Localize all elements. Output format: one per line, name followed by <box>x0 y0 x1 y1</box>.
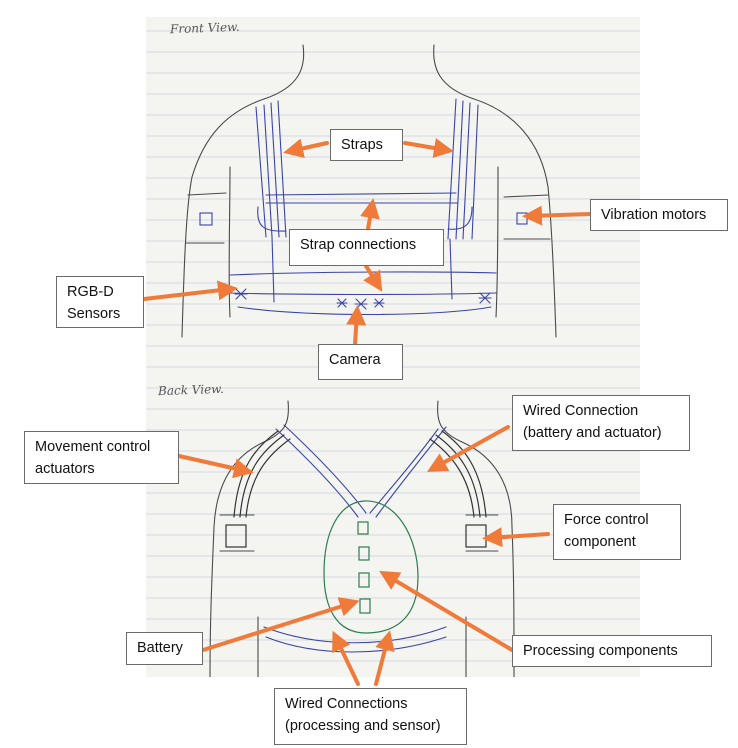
label-wired-battery-line2: (battery and actuator) <box>523 425 662 441</box>
label-force-line1: Force control <box>564 512 649 528</box>
back-armband-left <box>219 514 255 552</box>
label-movement-actuators: Movement control actuators <box>24 431 179 484</box>
label-vibration-motors: Vibration motors <box>590 199 728 231</box>
back-force-box-right <box>465 524 487 548</box>
front-sensor-right <box>478 292 492 304</box>
back-lower-torso <box>257 616 467 677</box>
front-motor-right <box>516 212 528 225</box>
front-waist-seam-left <box>271 236 275 303</box>
front-view-sketch <box>181 44 557 338</box>
front-neck-left <box>263 44 305 100</box>
front-sensor-left <box>234 288 248 300</box>
front-camera-3 <box>373 298 385 308</box>
label-processing-components: Processing components <box>512 635 712 667</box>
front-waist-belt <box>229 271 497 316</box>
battery-outline <box>323 500 419 634</box>
front-armband-right <box>503 194 551 240</box>
label-wired-processing-line1: Wired Connections <box>285 696 408 712</box>
back-straps <box>263 424 447 653</box>
label-rgbd-line2: Sensors <box>67 306 121 322</box>
label-wired-processing: Wired Connections (processing and sensor… <box>274 688 467 745</box>
cell-3 <box>358 572 370 588</box>
label-movement-line2: actuators <box>35 461 95 477</box>
back-neck-left <box>263 400 289 443</box>
front-camera-2 <box>354 298 368 310</box>
back-armband-right <box>465 514 499 552</box>
label-movement-line1: Movement control <box>35 439 151 455</box>
cell-1 <box>357 521 369 535</box>
back-shoulder-right <box>461 441 515 677</box>
back-view-heading: Back View. <box>157 381 225 399</box>
label-camera: Camera <box>318 344 403 380</box>
front-waist-seam-right <box>449 238 453 300</box>
front-motor-left <box>199 212 213 226</box>
front-strap-loop-right <box>447 206 473 230</box>
label-force-control: Force control component <box>553 504 681 560</box>
label-strap-connections: Strap connections <box>289 229 444 266</box>
front-neck-right <box>433 44 475 100</box>
label-straps: Straps <box>330 129 403 161</box>
front-torso-right <box>495 166 499 318</box>
back-actuator-cables <box>225 430 487 548</box>
label-wired-battery-line1: Wired Connection <box>523 403 639 419</box>
back-battery-pack <box>323 500 419 634</box>
front-shoulder-left <box>181 98 265 338</box>
back-neck-right <box>437 400 463 443</box>
front-view-heading: Front View. <box>169 19 240 37</box>
front-armband-left <box>185 192 227 244</box>
label-force-line2: component <box>564 534 636 550</box>
front-camera-1 <box>336 298 348 308</box>
front-torso-left <box>228 166 231 318</box>
label-rgbd-line1: RGB-D <box>67 284 114 300</box>
cell-2 <box>358 546 370 561</box>
label-wired-processing-line2: (processing and sensor) <box>285 718 441 734</box>
label-wired-battery: Wired Connection (battery and actuator) <box>512 395 690 451</box>
back-actuator-box-left <box>225 524 247 548</box>
cell-4 <box>359 598 371 614</box>
back-view-sketch <box>209 400 515 677</box>
label-rgbd-sensors: RGB-D Sensors <box>56 276 144 328</box>
front-strap-loop-left <box>257 206 287 232</box>
label-battery: Battery <box>126 632 203 665</box>
front-shoulder-right <box>473 98 557 338</box>
